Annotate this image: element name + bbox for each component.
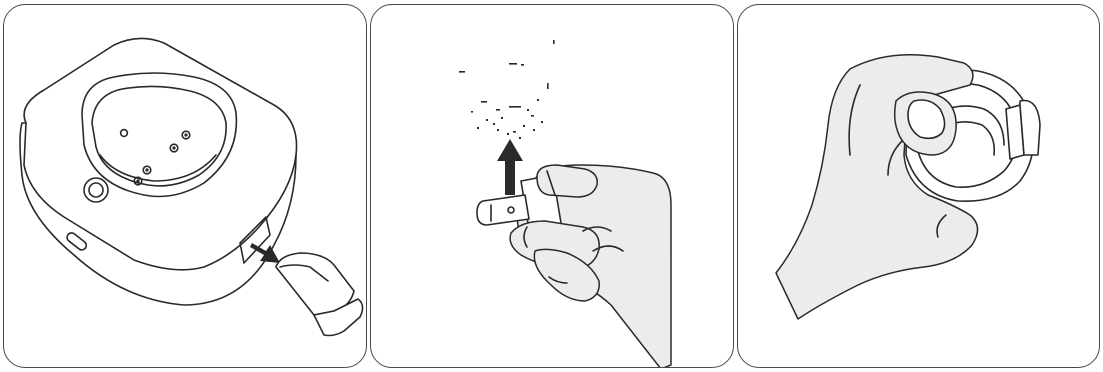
- dust-blowing-illustration: [371, 5, 734, 368]
- socket-hole-icon: [121, 130, 128, 137]
- step-3-panel: [737, 4, 1100, 368]
- thumb-shape: [537, 165, 597, 197]
- step-1-panel: [3, 4, 367, 368]
- up-arrow-icon: [497, 139, 523, 195]
- held-plug-prong: [477, 195, 529, 225]
- dust-particles: [459, 40, 555, 139]
- removed-plug-body: [276, 253, 354, 315]
- plug-reinsertion-illustration: [738, 5, 1100, 368]
- device-plug-removal-illustration: [4, 5, 367, 368]
- step-2-panel: [370, 4, 734, 368]
